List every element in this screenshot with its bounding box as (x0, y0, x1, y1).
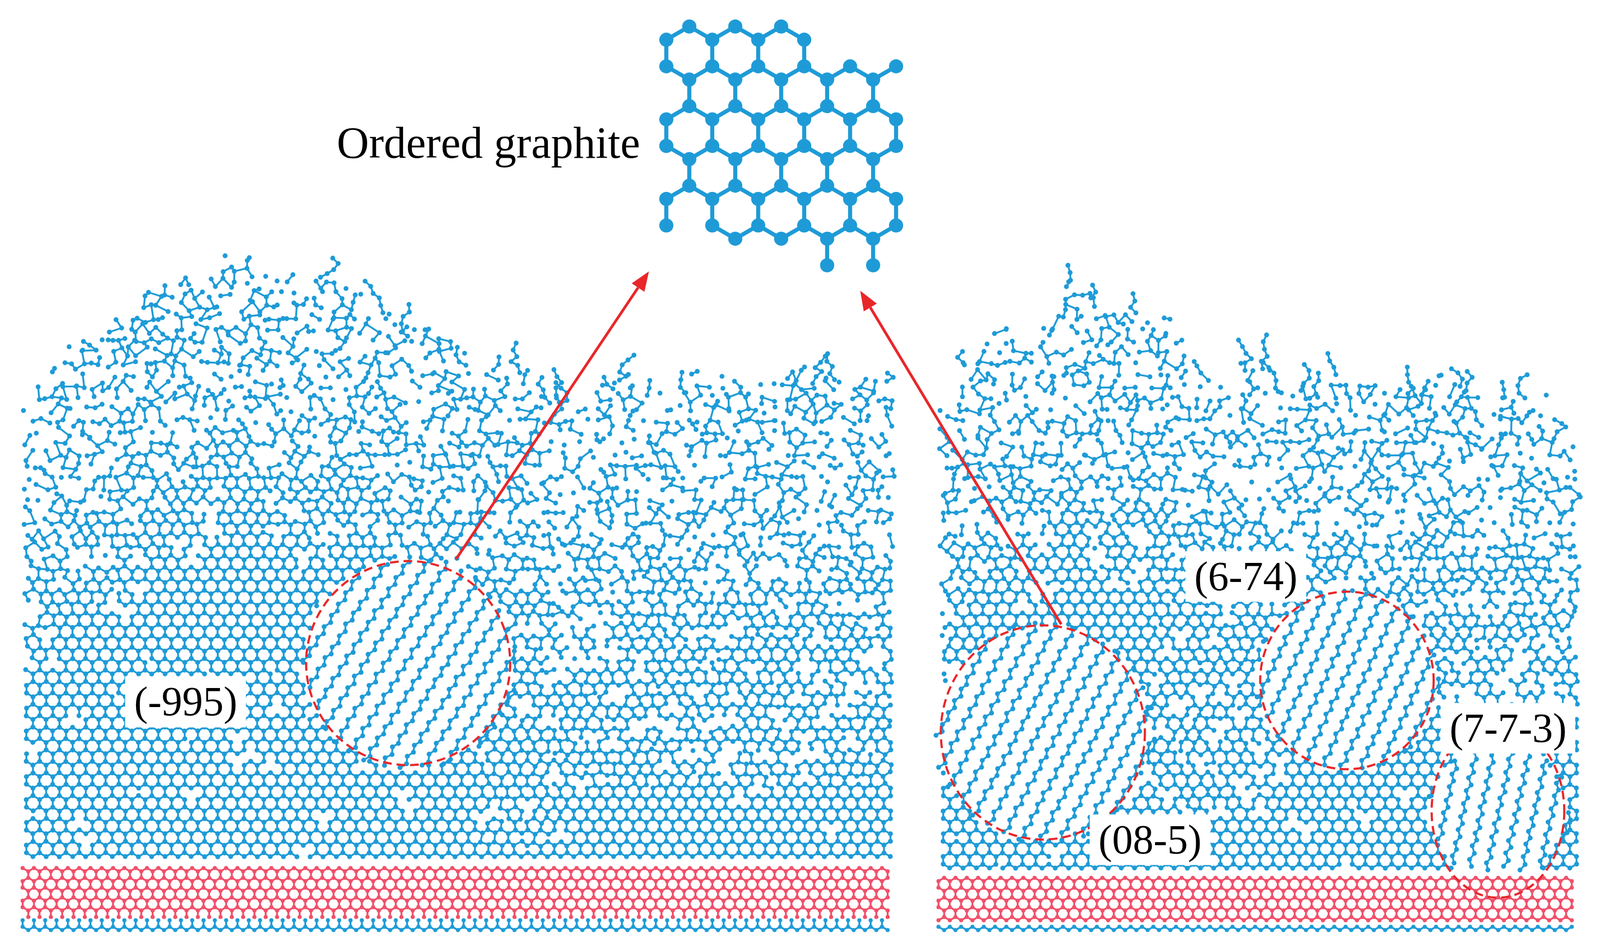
plane-label: (08-5) (1089, 814, 1211, 866)
inset-title: Ordered graphite (336, 118, 641, 169)
plane-label: (6-74) (1185, 551, 1307, 602)
plane-label: (-995) (125, 676, 246, 728)
highlight-circle (940, 625, 1145, 840)
carbon-atoms (20, 253, 1583, 933)
substrate-atoms (20, 866, 1574, 923)
highlight-circle (1259, 591, 1434, 770)
graphite-inset-bonds (666, 26, 897, 266)
arrow-shaft (455, 287, 638, 560)
highlight-circle (306, 561, 511, 766)
plane-label: (7-7-3) (1441, 703, 1576, 755)
graphite-inset-atoms (659, 19, 904, 273)
arrow-head (631, 271, 650, 293)
arrow-head (860, 291, 877, 312)
pointer-arrow (860, 291, 1061, 625)
pointer-arrow (455, 271, 649, 560)
arrow-shaft (870, 307, 1062, 625)
